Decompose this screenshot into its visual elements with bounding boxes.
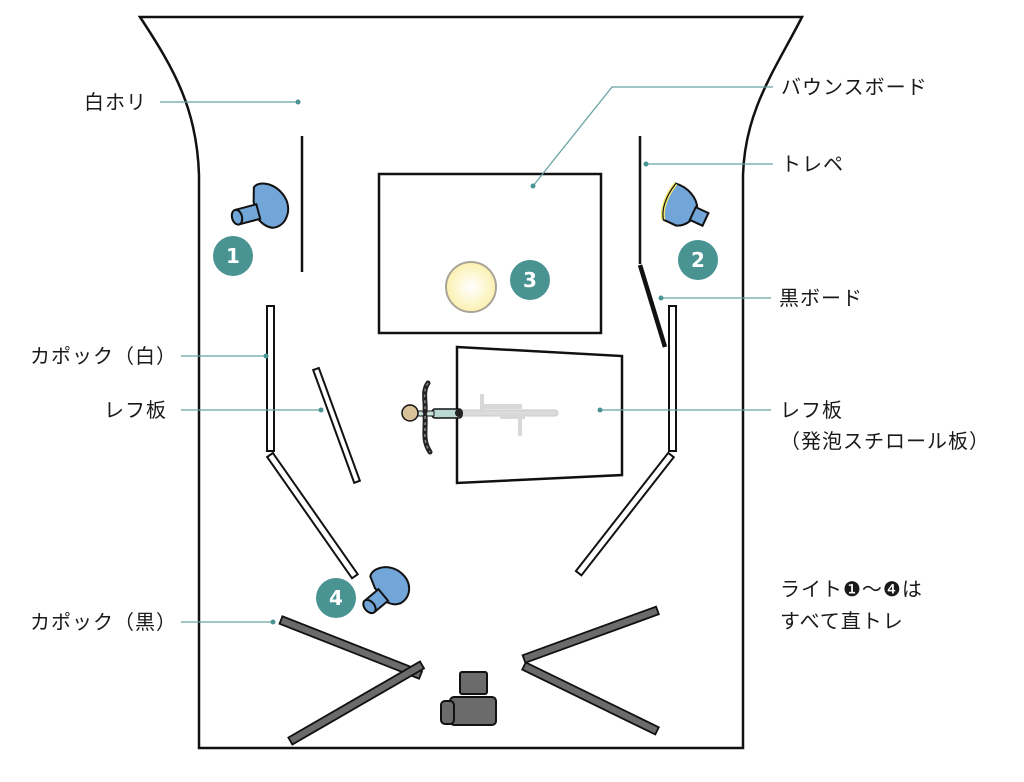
black-board (637, 264, 668, 348)
label-reflector-right-sub: （発泡スチロール板） (780, 429, 990, 453)
bulb-icon (445, 261, 497, 313)
label-tracing-paper: トレペ (781, 152, 844, 176)
light-1-badge: 1 (213, 236, 253, 276)
light-4-badge: 4 (316, 578, 356, 618)
bounce-board (377, 172, 603, 335)
kapok-black-right-lower (521, 661, 660, 736)
label-reflector-right: レフ板 (780, 398, 843, 422)
light-4-number: 4 (329, 586, 343, 610)
reflector-styrofoam (455, 345, 624, 485)
label-black-board: 黒ボード (779, 286, 863, 310)
light-1-number: 1 (226, 244, 240, 268)
label-kapok-white: カポック（白） (30, 344, 177, 368)
kapok-black-right-upper (521, 605, 660, 664)
note-line-1: ライト❶～❹は (780, 577, 923, 601)
light-3-number: 3 (523, 268, 537, 292)
strobe-head-icon (362, 566, 411, 615)
light-2-number: 2 (691, 248, 705, 272)
kapok-white-right (668, 305, 677, 452)
leader-dots (263, 99, 664, 625)
light-2-badge: 2 (678, 240, 718, 280)
kapok-white-right-angled (574, 451, 676, 577)
label-kapok-black: カポック（黒） (30, 610, 177, 634)
kapok-white-left-angled (265, 451, 360, 580)
kapok-white-left (266, 305, 275, 452)
leader-bounce-board (532, 86, 773, 187)
label-bounce-board: バウンスボード (781, 75, 928, 99)
bicycle-icon (401, 380, 559, 455)
camera-icon (440, 671, 497, 726)
kapok-black-left-lower (287, 660, 426, 746)
strobe-head-icon (660, 182, 710, 228)
light-3-badge: 3 (510, 260, 550, 300)
label-white-cyc: 白ホリ (84, 90, 147, 114)
note-line-2: すべて直トレ (780, 609, 904, 633)
leader-lines (160, 86, 773, 623)
label-reflector-left: レフ板 (104, 398, 167, 422)
strobe-head-icon (230, 182, 290, 229)
kapok-black-left-upper (278, 615, 424, 680)
reflector-left (311, 366, 362, 485)
